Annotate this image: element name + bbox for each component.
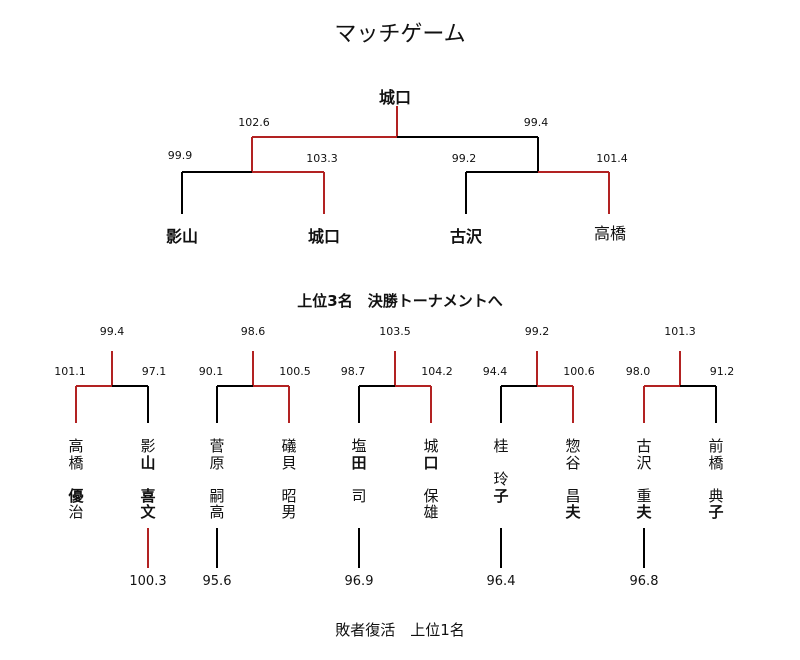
finalist-takahashi: 高橋 bbox=[593, 224, 626, 243]
group-1-left-name-char: 高 bbox=[68, 437, 84, 455]
jouguchi-score: 103.3 bbox=[306, 152, 338, 165]
group-5-left-score: 98.0 bbox=[625, 365, 651, 378]
group-1-right-name-char: 喜 bbox=[140, 486, 156, 505]
group-3-left-name-char: 司 bbox=[351, 486, 367, 505]
group-1-right-name-char: 文 bbox=[140, 503, 156, 521]
group-4-right-name-char: 夫 bbox=[565, 503, 581, 521]
page-title: マッチゲーム bbox=[334, 22, 466, 47]
group-1-top-score: 99.4 bbox=[99, 325, 125, 338]
group-2-left-name-char: 原 bbox=[209, 453, 225, 472]
group-4-right-name-char: 惣 bbox=[565, 437, 581, 455]
group-3-left-score: 98.7 bbox=[340, 365, 366, 378]
right-semi-score: 99.4 bbox=[523, 116, 549, 129]
takahashi-score: 101.4 bbox=[596, 152, 628, 165]
group-2-right-name-char: 礒 bbox=[281, 437, 297, 455]
group-4-left-name-char: 子 bbox=[493, 486, 509, 505]
group-5-left-name-char: 沢 bbox=[636, 453, 652, 472]
group-2-repechage-score: 95.6 bbox=[202, 574, 232, 589]
group-4-right-name-char: 谷 bbox=[565, 453, 581, 472]
group-1-left-name-char: 治 bbox=[68, 503, 84, 521]
group-2-right-name-char: 男 bbox=[281, 503, 297, 521]
group-3-right-name-char: 雄 bbox=[423, 503, 439, 521]
group-2-left-name-char: 嗣 bbox=[209, 486, 225, 505]
group-5-repechage-score: 96.8 bbox=[629, 574, 659, 589]
group-4-left-score: 94.4 bbox=[482, 365, 508, 378]
group-3-right-name-char: 口 bbox=[423, 453, 439, 472]
finalist-jouguchi: 城口 bbox=[307, 227, 340, 246]
repechage-heading: 敗者復活 上位1名 bbox=[335, 621, 465, 639]
group-5-left-name-char: 重 bbox=[636, 486, 652, 505]
furusawa-score: 99.2 bbox=[451, 152, 477, 165]
group-1-right-score: 97.1 bbox=[141, 365, 167, 378]
group-4-right-name-char: 昌 bbox=[565, 486, 581, 505]
group-5-right-name-char: 子 bbox=[708, 503, 724, 521]
group-1-left-name-char: 優 bbox=[68, 486, 84, 505]
group-5-top-score: 101.3 bbox=[664, 325, 696, 338]
group-4-left-name-char: 桂 bbox=[493, 437, 509, 455]
finalist-furusawa: 古沢 bbox=[449, 227, 482, 246]
group-5-right-name-char: 典 bbox=[708, 486, 724, 505]
group-5-left-name-char: 古 bbox=[636, 437, 652, 455]
group-3-right-name-char: 保 bbox=[423, 486, 439, 505]
group-2-right-score: 100.5 bbox=[279, 365, 311, 378]
group-5-right-score: 91.2 bbox=[709, 365, 735, 378]
group-4-top-score: 99.2 bbox=[524, 325, 550, 338]
group-1-left-name-char: 橋 bbox=[68, 453, 84, 472]
kageyama-score: 99.9 bbox=[167, 149, 193, 162]
group-3-repechage-score: 96.9 bbox=[344, 574, 374, 589]
group-3-left-name-char: 塩 bbox=[351, 437, 367, 455]
group-3-right-score: 104.2 bbox=[421, 365, 453, 378]
group-4-repechage-score: 96.4 bbox=[486, 574, 516, 589]
group-3-right-name-char: 城 bbox=[423, 437, 439, 455]
group-1-left-score: 101.1 bbox=[54, 365, 86, 378]
group-5-right-name-char: 橋 bbox=[708, 453, 724, 472]
group-1-right-name-char: 山 bbox=[140, 453, 156, 472]
finalist-kageyama: 影山 bbox=[165, 227, 198, 246]
left-semi-score: 102.6 bbox=[238, 116, 270, 129]
champion-name: 城口 bbox=[378, 88, 411, 107]
group-1-right-name-char: 影 bbox=[140, 437, 156, 455]
group-2-top-score: 98.6 bbox=[240, 325, 266, 338]
group-3-top-score: 103.5 bbox=[379, 325, 411, 338]
group-4-right-score: 100.6 bbox=[563, 365, 595, 378]
advance-heading: 上位3名 決勝トーナメントへ bbox=[297, 292, 503, 310]
group-4-left-name-char: 玲 bbox=[493, 470, 509, 488]
group-5-left-name-char: 夫 bbox=[636, 503, 652, 521]
group-5-right-name-char: 前 bbox=[708, 437, 724, 455]
group-1-repechage-score: 100.3 bbox=[129, 574, 167, 589]
group-2-left-name-char: 菅 bbox=[209, 437, 225, 455]
group-2-right-name-char: 昭 bbox=[281, 486, 297, 505]
group-2-left-score: 90.1 bbox=[198, 365, 224, 378]
group-2-right-name-char: 貝 bbox=[281, 453, 297, 472]
group-2-left-name-char: 高 bbox=[209, 503, 225, 521]
group-3-left-name-char: 田 bbox=[351, 453, 367, 472]
